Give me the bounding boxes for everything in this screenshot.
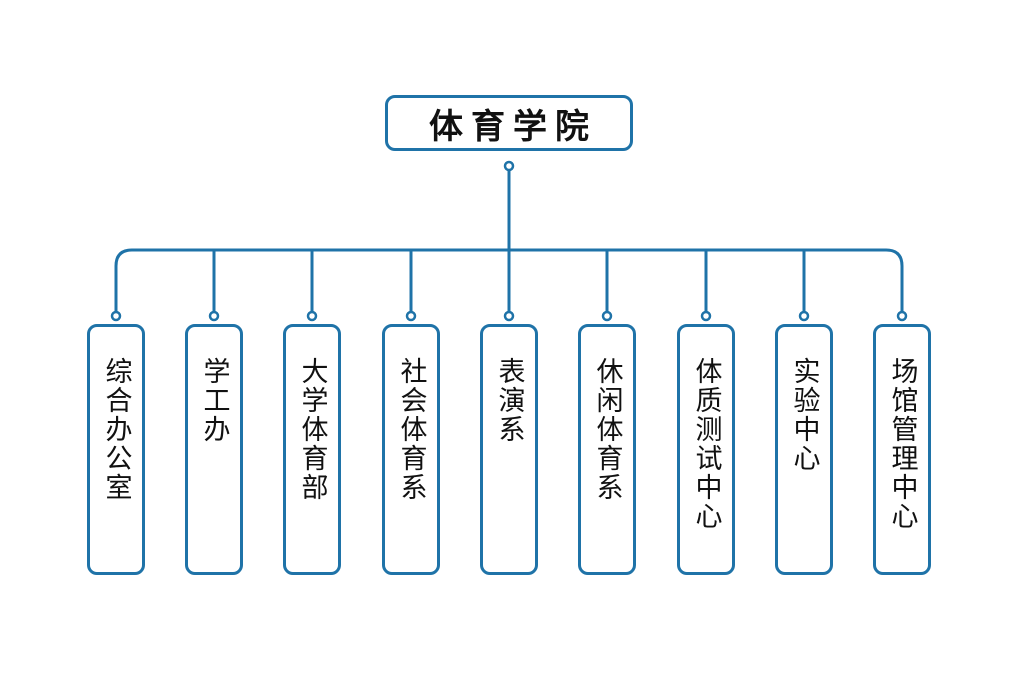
dept-label: 大学体育部 — [296, 357, 328, 502]
branch-dot — [405, 310, 417, 322]
branch-dot — [896, 310, 908, 322]
branch-dot — [110, 310, 122, 322]
dept-label: 学工办 — [198, 357, 230, 444]
dept-label: 体质测试中心 — [690, 357, 722, 531]
dept-label: 社会体育系 — [395, 357, 427, 502]
branch-dot — [798, 310, 810, 322]
dept-node-student-affairs: 学工办 — [185, 324, 243, 575]
dept-node-general-office: 综合办公室 — [87, 324, 145, 575]
dept-label: 综合办公室 — [100, 357, 132, 502]
dept-node-college-pe: 大学体育部 — [283, 324, 341, 575]
dept-label: 休闲体育系 — [591, 357, 623, 502]
dept-label: 场馆管理中心 — [886, 357, 918, 531]
branch-dot — [601, 310, 613, 322]
root-label: 体育学院 — [429, 106, 597, 147]
dept-label: 表演系 — [493, 357, 525, 444]
branch-dot — [503, 310, 515, 322]
dept-label: 实验中心 — [788, 357, 820, 473]
root-connector-dot — [503, 160, 515, 172]
dept-node-social-sports: 社会体育系 — [382, 324, 440, 575]
dept-node-fitness-testing: 体质测试中心 — [677, 324, 735, 575]
dept-node-leisure-sports: 休闲体育系 — [578, 324, 636, 575]
branch-dot — [306, 310, 318, 322]
branch-dot — [700, 310, 712, 322]
dept-node-lab-center: 实验中心 — [775, 324, 833, 575]
dept-node-performance: 表演系 — [480, 324, 538, 575]
dept-node-venue-management: 场馆管理中心 — [873, 324, 931, 575]
branch-dot — [208, 310, 220, 322]
root-node: 体育学院 — [385, 95, 633, 151]
